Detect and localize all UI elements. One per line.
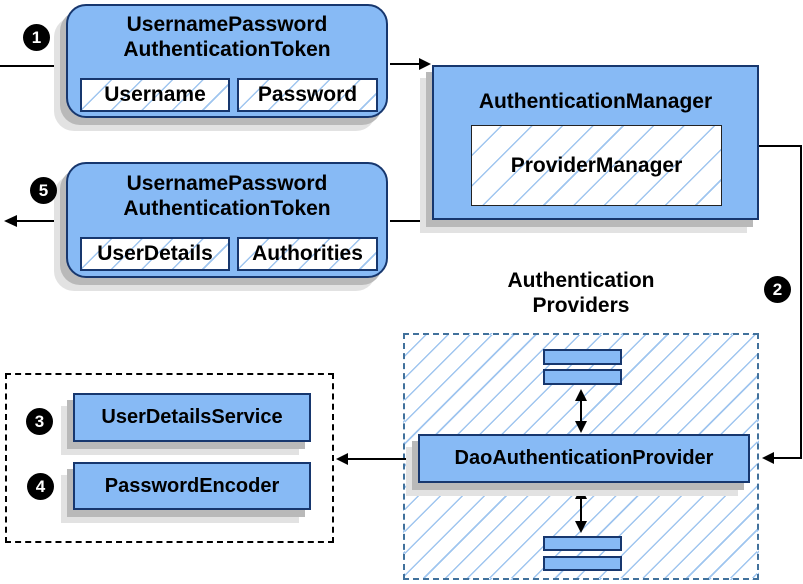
authentication-manager-title: AuthenticationManager [434, 89, 757, 114]
arrowhead-lower-link-top [575, 487, 587, 499]
password-field-node: Password [237, 78, 378, 112]
authentication-manager-title-text: AuthenticationManager [478, 90, 713, 113]
authorities-field-label: Authorities [252, 242, 363, 265]
response-token-title-line2: AuthenticationToken [123, 197, 331, 220]
providers-heading-line2: Providers [532, 294, 630, 317]
step-badge-1: 1 [23, 24, 50, 51]
step-badge-4: 4 [27, 473, 54, 500]
arrowhead-upper-link-top [575, 389, 587, 401]
arrowhead-manager-to-provider [762, 452, 774, 464]
password-field-label: Password [257, 83, 358, 106]
response-token-title: UsernamePassword AuthenticationToken [68, 171, 386, 221]
connector-manager-to-provider [759, 145, 802, 459]
dao-authentication-provider-node: DaoAuthenticationProvider [418, 434, 750, 483]
username-field-node: Username [80, 78, 230, 112]
request-token-title-line2: AuthenticationToken [123, 38, 331, 61]
user-details-service-node: UserDetailsService [73, 393, 311, 442]
providers-heading: Authentication Providers [431, 268, 731, 318]
dao-authentication-provider-label: DaoAuthenticationProvider [454, 447, 714, 469]
beans-container [5, 373, 334, 543]
password-encoder-node: PasswordEncoder [73, 462, 311, 510]
request-token-title: UsernamePassword AuthenticationToken [68, 12, 386, 62]
arrowhead-token-to-manager [419, 58, 431, 70]
request-token-title-line1: UsernamePassword [126, 13, 328, 36]
step-badge-5: 5 [30, 177, 57, 204]
request-token-node: UsernamePassword AuthenticationToken Use… [66, 4, 388, 118]
step-badge-3: 3 [26, 408, 53, 435]
provider-manager-node: ProviderManager [471, 125, 722, 206]
provider-placeholder-bar-3 [543, 536, 622, 551]
providers-heading-line1: Authentication [507, 269, 655, 292]
provider-placeholder-bar-1 [543, 349, 622, 365]
username-field-label: Username [104, 83, 206, 106]
authentication-manager-node: AuthenticationManager ProviderManager [432, 65, 759, 220]
arrowhead-upper-link-bottom [575, 421, 587, 433]
userdetails-field-node: UserDetails [80, 237, 230, 271]
arrowhead-provider-to-beans [336, 453, 348, 465]
password-encoder-label: PasswordEncoder [104, 474, 280, 497]
provider-manager-label: ProviderManager [510, 153, 683, 177]
provider-placeholder-bar-2 [543, 369, 622, 385]
authorities-field-node: Authorities [237, 237, 378, 271]
arrowhead-response-out [4, 215, 17, 227]
response-token-title-line1: UsernamePassword [126, 172, 328, 195]
response-token-node: UsernamePassword AuthenticationToken Use… [66, 162, 388, 278]
step-badge-2: 2 [764, 276, 791, 303]
provider-placeholder-bar-4 [543, 556, 622, 571]
arrowhead-lower-link-bottom [575, 521, 587, 533]
user-details-service-label: UserDetailsService [101, 406, 283, 428]
userdetails-field-label: UserDetails [97, 242, 213, 265]
